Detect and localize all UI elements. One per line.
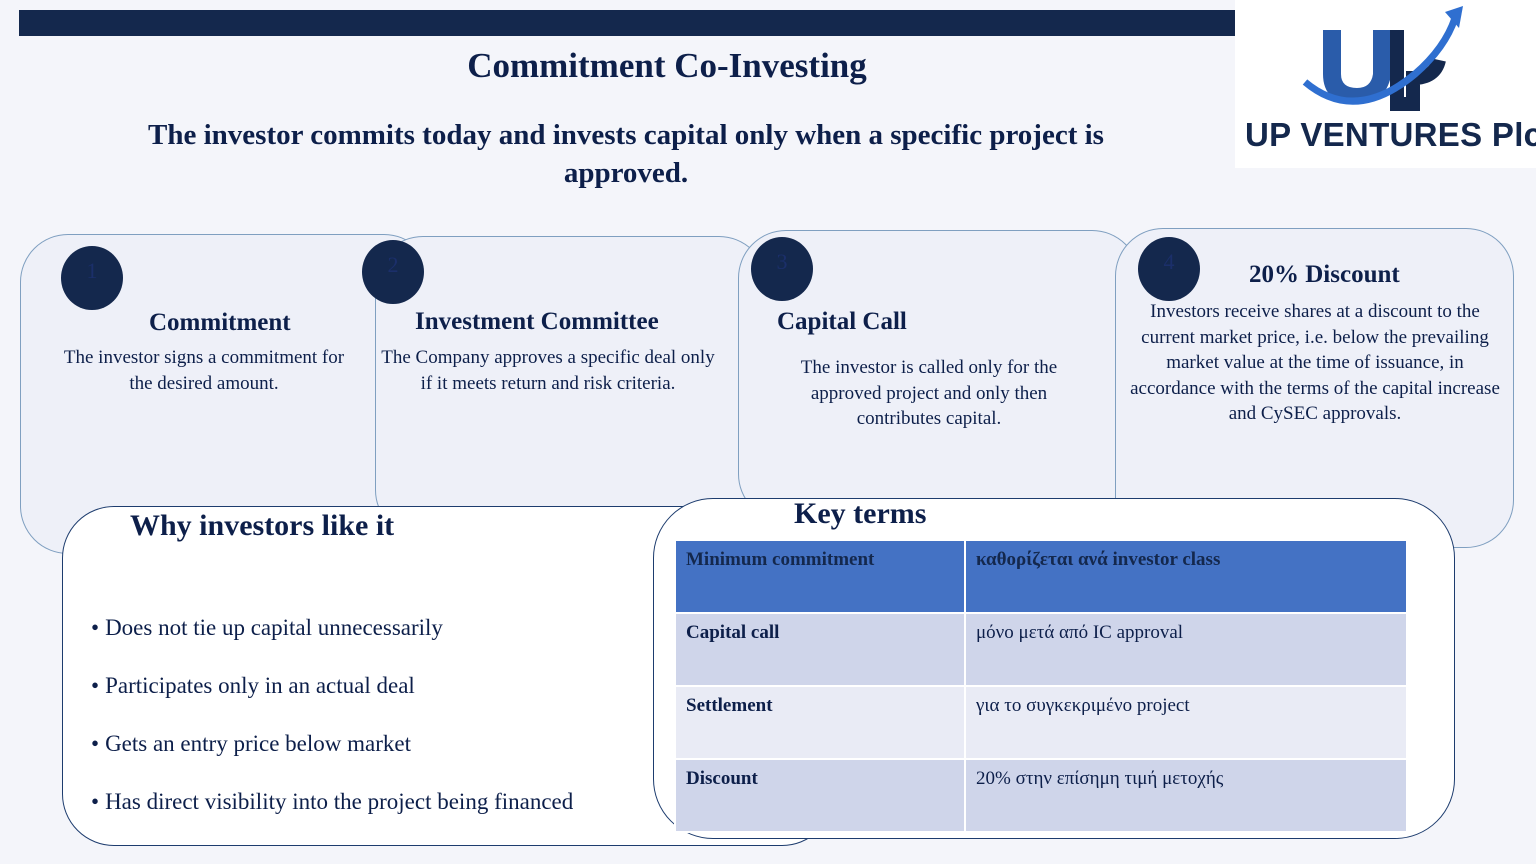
step-card-investment-committee: Investment Committee The Company approve… <box>375 236 767 538</box>
list-item: Participates only in an actual deal <box>91 657 573 715</box>
step-number-badge: 3 <box>751 237 813 301</box>
step-title: Capital Call <box>777 308 907 335</box>
term-label: Minimum commitment <box>674 539 966 614</box>
step-title: Commitment <box>149 309 291 336</box>
logo-wordmark: UP VENTURES Plc <box>1245 116 1536 153</box>
term-value: για το συγκεκριμένο project <box>964 685 1408 760</box>
table-row: Capital call μόνο μετά από IC approval <box>674 612 1408 687</box>
term-label: Capital call <box>674 612 966 687</box>
table-row: Settlement για το συγκεκριμένο project <box>674 685 1408 760</box>
key-terms-title: Key terms <box>794 497 927 530</box>
why-title: Why investors like it <box>130 509 395 542</box>
key-terms-table: Minimum commitment καθορίζεται ανά inves… <box>674 539 1408 833</box>
term-value: 20% στην επίσημη τιμή μετοχής <box>964 758 1408 833</box>
up-arrow-logo-icon <box>1302 6 1463 111</box>
company-logo: UP VENTURES Plc <box>1235 0 1536 168</box>
term-label: Settlement <box>674 685 966 760</box>
table-row: Discount 20% στην επίσημη τιμή μετοχής <box>674 758 1408 833</box>
term-value: καθορίζεται ανά investor class <box>964 539 1408 614</box>
step-number-badge: 1 <box>61 246 123 310</box>
benefits-list: Does not tie up capital unnecessarily Pa… <box>91 599 573 831</box>
step-description: The Company approves a specific deal onl… <box>381 347 715 394</box>
list-item: Does not tie up capital unnecessarily <box>91 599 573 657</box>
step-title: Investment Committee <box>415 308 659 335</box>
term-value: μόνο μετά από IC approval <box>964 612 1408 687</box>
top-banner-bar <box>19 10 1235 36</box>
step-description: Investors receive shares at a discount t… <box>1130 301 1500 424</box>
page-title: Commitment Co-Investing <box>467 46 867 85</box>
page-subtitle: The investor commits today and invests c… <box>148 119 1104 189</box>
step-description: The investor signs a commitment for the … <box>63 347 345 394</box>
key-terms-panel: Key terms Minimum commitment καθορίζεται… <box>653 497 1455 839</box>
step-number-badge: 4 <box>1138 237 1200 301</box>
step-number-badge: 2 <box>362 240 424 304</box>
list-item: Has direct visibility into the project b… <box>91 773 573 831</box>
term-label: Discount <box>674 758 966 833</box>
step-description: The investor is called only for the appr… <box>800 357 1058 429</box>
step-title: 20% Discount <box>1249 261 1400 288</box>
list-item: Gets an entry price below market <box>91 715 573 773</box>
step-card-commitment: Commitment The investor signs a commitme… <box>20 234 432 554</box>
table-row: Minimum commitment καθορίζεται ανά inves… <box>674 539 1408 614</box>
